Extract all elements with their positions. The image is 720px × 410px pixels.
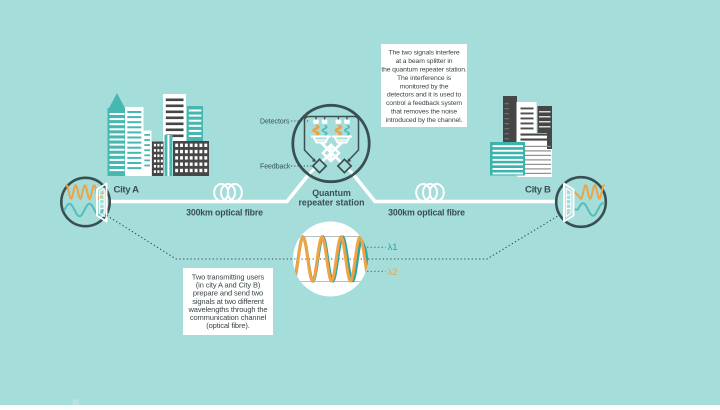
svg-text:at a beam splitter in: at a beam splitter in	[396, 58, 453, 65]
svg-text:communication channel: communication channel	[190, 313, 267, 322]
svg-text:λ2: λ2	[388, 267, 398, 278]
svg-text:Quantum: Quantum	[312, 188, 351, 198]
svg-text:prepare and send two: prepare and send two	[193, 289, 263, 298]
svg-text:The interference is: The interference is	[397, 75, 452, 82]
svg-text:that removes the noise: that removes the noise	[391, 109, 457, 116]
svg-text:control a feedback system: control a feedback system	[386, 100, 462, 107]
svg-text:repeater station: repeater station	[299, 198, 365, 208]
svg-text:Two transmitting users: Two transmitting users	[192, 272, 265, 281]
svg-text:λ1: λ1	[388, 242, 398, 253]
svg-text:signals at two different: signals at two different	[192, 297, 265, 306]
svg-text:300km optical fibre: 300km optical fibre	[186, 207, 263, 217]
svg-text:the quantum repeater station.: the quantum repeater station.	[381, 66, 467, 73]
svg-text:Feedback: Feedback	[260, 164, 291, 171]
svg-text:(optical fibre).: (optical fibre).	[206, 321, 250, 330]
svg-text:300km optical fibre: 300km optical fibre	[388, 207, 465, 217]
svg-text:City B: City B	[525, 185, 551, 196]
svg-text:Detectors: Detectors	[260, 119, 290, 126]
svg-text:introduced by the channel.: introduced by the channel.	[386, 117, 463, 124]
svg-text:detectors and it is used to: detectors and it is used to	[387, 92, 462, 99]
svg-text:monitored by the: monitored by the	[400, 83, 449, 90]
svg-text:City A: City A	[114, 185, 140, 196]
svg-text:(in city A and City B): (in city A and City B)	[196, 281, 261, 290]
svg-text:The two signals interfere: The two signals interfere	[388, 50, 459, 57]
svg-text:wavelengths through the: wavelengths through the	[188, 305, 268, 314]
